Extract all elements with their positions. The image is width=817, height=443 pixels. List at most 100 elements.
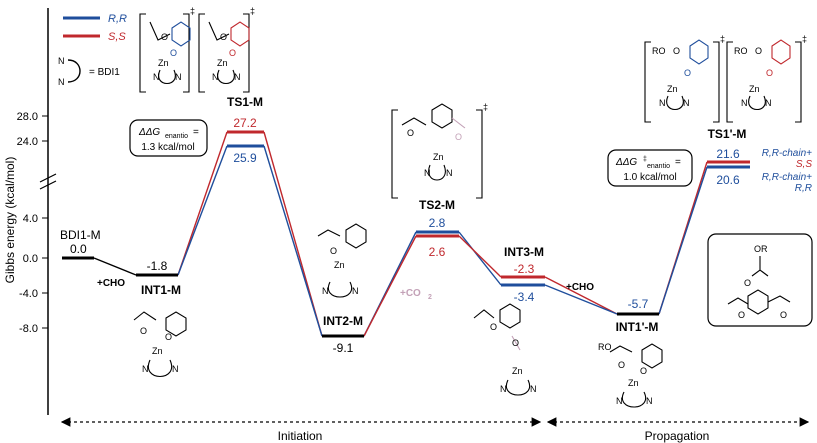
structure-int2-labels: O Zn N N: [322, 246, 359, 296]
polymer-inset: OR O O O: [707, 233, 813, 327]
ddg1-eq: =: [193, 127, 199, 138]
connectors: [93, 131, 708, 337]
ts1p-ss-ddagger: ‡: [802, 34, 807, 44]
structure-int2: [317, 223, 367, 298]
axis-label: Gibbs energy (kcal/mol): [3, 157, 17, 284]
int1p-zn: Zn: [628, 378, 639, 388]
ts1p-rr-ddagger: ‡: [720, 34, 725, 44]
structure-ts2: [391, 103, 483, 199]
ts1p-rr-n2: N: [683, 98, 690, 108]
int1p-label: INT1'-M: [616, 320, 659, 334]
int1-zn: Zn: [152, 346, 163, 356]
plus-co2-sub: 2: [428, 294, 432, 301]
ts1p-ss-desc-2: S,S: [796, 159, 812, 170]
ts1-ss-o2: O: [229, 48, 236, 58]
int1-o: O: [140, 326, 147, 336]
legend-rr-label: R,R: [108, 13, 127, 25]
ts1p-rr-desc-1: R,R-chain+: [762, 172, 812, 183]
ts1-ss-zn: Zn: [217, 58, 228, 68]
level-labels: BDI1-M 0.0 -1.8 INT1-M TS1-M 27.2 25.9 I…: [60, 95, 746, 355]
int2-o: O: [330, 246, 337, 256]
ddg-box-2: ΔΔG ‡ enantio = 1.0 kcal/mol: [607, 149, 693, 187]
structure-int1: [133, 311, 187, 378]
polymer-or: OR: [754, 244, 768, 254]
ts2-label: TS2-M: [419, 198, 455, 212]
ligand-n-bottom: N: [58, 77, 65, 87]
ts1p-rr-desc-2: R,R: [795, 183, 812, 194]
axis-break-2: [39, 180, 57, 190]
tick-24: 24.0: [17, 136, 38, 148]
int1-n1: N: [142, 364, 149, 374]
tick-minus8: -8.0: [19, 323, 38, 335]
ts1p-label: TS1'-M: [708, 127, 747, 141]
ts2-o2: O: [455, 132, 462, 142]
int3-zn: Zn: [512, 366, 523, 376]
int2-n2: N: [352, 286, 359, 296]
ts1-ss-ddagger: ‡: [250, 6, 255, 16]
int1-o2: O: [165, 332, 172, 342]
ts2-n1: N: [424, 168, 431, 178]
ts1-label: TS1-M: [227, 95, 263, 109]
structure-int3: [473, 303, 531, 396]
int1-n2: N: [172, 364, 179, 374]
structure-int1p: [609, 343, 663, 408]
int2-n1: N: [322, 286, 329, 296]
structure-ts1-ss-labels: O O Zn N N ‡: [212, 6, 255, 82]
ddg1-sub: enantio: [165, 133, 188, 140]
int2-zn: Zn: [334, 260, 345, 270]
int3-ss-value: -2.3: [514, 262, 535, 276]
energy-levels: [62, 130, 750, 338]
ddg2-sup: ‡: [643, 156, 647, 163]
structure-int1p-labels: RO O O Zn N N: [598, 342, 653, 406]
polymer-o1: O: [744, 278, 751, 288]
propagation-label: Propagation: [645, 429, 710, 443]
ts1p-rr-n1: N: [659, 98, 666, 108]
ligand-icon: N N: [58, 56, 81, 87]
ts1p-ss-o: O: [755, 46, 762, 56]
int3-rr-value: -3.4: [514, 290, 535, 304]
legend-ss-label: S,S: [108, 31, 126, 43]
ts1p-rr-ro: RO: [652, 46, 666, 56]
ddg2-value: 1.0 kcal/mol: [623, 172, 676, 183]
ts1-ss-o: O: [220, 32, 227, 42]
structure-ts1p-rr: [644, 39, 720, 123]
ts2-o: O: [407, 128, 414, 138]
structure-ts2-labels: O O Zn N N ‡: [407, 102, 488, 178]
plus-cho-1: +CHO: [97, 278, 125, 289]
ts1p-ss-n1: N: [741, 98, 748, 108]
polymer-o2: O: [738, 310, 745, 320]
ts1-rr-o2: O: [170, 48, 177, 58]
bdi1m-label: BDI1-M: [60, 228, 101, 242]
structure-ts1-ss: [198, 13, 250, 93]
initiation-label: Initiation: [278, 429, 323, 443]
ddg1-value: 1.3 kcal/mol: [141, 142, 194, 153]
int3-n1: N: [500, 384, 507, 394]
int1p-n2: N: [646, 396, 653, 406]
ligand-label: = BDI1: [89, 67, 120, 78]
ts1p-ss-desc-1: R,R-chain+: [762, 148, 812, 159]
ddg1-main: ΔΔG: [138, 127, 160, 138]
plus-co2: +CO 2: [400, 288, 432, 301]
int3-label: INT3-M: [504, 245, 544, 259]
ts1-ss-n1: N: [212, 72, 219, 82]
ligand-n-top: N: [58, 56, 65, 66]
ddg2-main: ΔΔG: [615, 157, 637, 168]
structure-ts1p-ss: [726, 39, 802, 123]
int1-value: -1.8: [147, 259, 168, 273]
ts1p-ss-n2: N: [765, 98, 772, 108]
int1p-o: O: [618, 360, 625, 370]
axis-break-1: [39, 173, 57, 183]
int1p-ro: RO: [598, 342, 612, 352]
ts2-zn: Zn: [433, 152, 444, 162]
ts2-rr-value: 2.8: [429, 216, 446, 230]
ddg-box-1: ΔΔG enantio = 1.3 kcal/mol: [129, 119, 208, 157]
ts1-rr-n2: N: [175, 72, 182, 82]
ts1-rr-n1: N: [153, 72, 160, 82]
tick-4: 4.0: [23, 213, 38, 225]
ts1p-rr-o: O: [673, 46, 680, 56]
ts1-ss-value: 27.2: [233, 116, 257, 130]
structure-ts1-rr-labels: O O Zn N N ‡: [153, 6, 195, 82]
ts1-rr-ddagger: ‡: [190, 6, 195, 16]
